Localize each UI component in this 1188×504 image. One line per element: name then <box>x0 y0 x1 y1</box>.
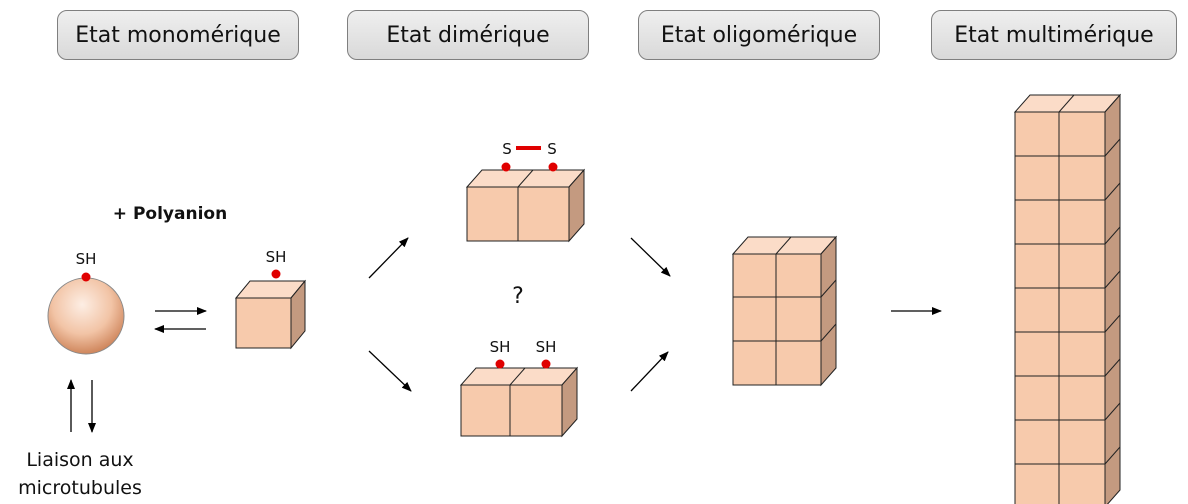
dimer-thiol <box>459 366 579 438</box>
arrow-to-disulfide-dimer <box>368 237 409 279</box>
arrow-disulfide-to-oligomer <box>630 237 671 277</box>
thiol-dot <box>81 272 91 282</box>
s-label: S <box>502 140 512 158</box>
multimer-stack <box>1013 93 1122 504</box>
sh-label: SH <box>76 250 97 268</box>
oligomer-stack <box>731 235 838 387</box>
sh-label: SH <box>536 338 557 356</box>
stage-oligomeric-label: Etat oligomérique <box>660 22 858 48</box>
arrow-to-thiol-dimer <box>368 350 412 392</box>
stage-monomeric-label: Etat monomérique <box>75 22 281 48</box>
microtubule-binding-label-line2: microtubules <box>18 477 142 499</box>
thiol-dot <box>271 269 281 279</box>
stage-dimeric-box: Etat dimérique <box>347 10 589 60</box>
stage-multimeric-label: Etat multimérique <box>954 22 1154 48</box>
stage-monomeric-box: Etat monomérique <box>57 10 299 60</box>
stage-dimeric-label: Etat dimérique <box>386 22 550 48</box>
stage-oligomeric-box: Etat oligomérique <box>638 10 880 60</box>
sh-label: SH <box>490 338 511 356</box>
stage-multimeric-box: Etat multimérique <box>931 10 1177 60</box>
question-mark: ? <box>512 284 524 309</box>
thiol-dot <box>495 359 505 369</box>
thiol-dot <box>548 162 558 172</box>
dimer-disulfide <box>465 168 586 243</box>
microtubule-binding-label-line1: Liaison aux <box>26 449 133 471</box>
sh-label: SH <box>266 248 287 266</box>
thiol-dot <box>501 162 511 172</box>
monomer-cube <box>234 279 307 350</box>
arrow-thiol-to-oligomer <box>630 351 669 392</box>
s-label: S <box>547 140 557 158</box>
thiol-dot <box>541 359 551 369</box>
polyanion-label: + Polyanion <box>113 204 227 224</box>
monomer-sphere <box>47 277 125 355</box>
